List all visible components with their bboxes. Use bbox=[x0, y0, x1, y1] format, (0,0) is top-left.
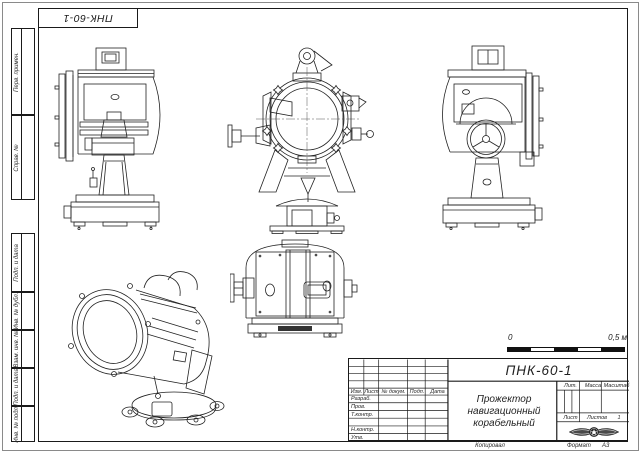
margin-field-label: Перв. примен. bbox=[13, 51, 20, 92]
divider bbox=[21, 369, 22, 405]
listov-value: 1 bbox=[617, 414, 621, 421]
divider bbox=[21, 407, 22, 441]
margin-field-label: Инв. № дубл. bbox=[13, 292, 20, 330]
margin-field-podp-data-1: Подп. и дата bbox=[11, 233, 35, 292]
col-header-list: Лист bbox=[364, 388, 379, 395]
margin-field-label: Инв. № подл. bbox=[13, 405, 20, 443]
title-block-grid bbox=[349, 359, 629, 442]
format-label: Формат bbox=[567, 442, 591, 449]
top-designation-text: ПНК-60-1 bbox=[63, 12, 113, 24]
divider bbox=[21, 293, 22, 329]
drawing-frame bbox=[38, 8, 628, 442]
row-label-tkontr: Т.контр. bbox=[351, 411, 374, 418]
divider bbox=[21, 29, 22, 114]
list-label: Лист bbox=[563, 414, 578, 421]
document-title-line2: корабельный bbox=[473, 417, 535, 429]
margin-field-perv-primen: Перв. примен. bbox=[11, 28, 35, 115]
margin-field-label: Справ. № bbox=[13, 143, 20, 172]
lit-header: Лит. bbox=[564, 382, 577, 389]
document-title-line1: Прожектор навигационный bbox=[467, 393, 541, 417]
scale-zero-label: 0 bbox=[508, 333, 513, 342]
isometric-view-drawing bbox=[68, 271, 225, 428]
col-header-izm: Изм. bbox=[350, 388, 363, 395]
scale-segment bbox=[600, 348, 625, 351]
document-designation: ПНК-60-1 bbox=[505, 362, 573, 378]
divider bbox=[21, 234, 22, 291]
winged-anchor-emblem-icon bbox=[568, 427, 620, 437]
format-value: А3 bbox=[602, 442, 610, 449]
title-block: Изм. Лист № докум. Подп. Дата Разраб. Пр… bbox=[348, 358, 630, 442]
right-side-view-drawing bbox=[442, 45, 544, 230]
divider bbox=[21, 116, 22, 199]
col-header-doc: № докум. bbox=[381, 388, 406, 395]
margin-field-label: Подп. и дата bbox=[13, 243, 20, 282]
col-header-podp: Подп. bbox=[409, 388, 425, 395]
scale-max-label: 0,5 м bbox=[608, 333, 627, 342]
row-label-prov: Пров. bbox=[351, 403, 366, 410]
margin-field-label: Взам. инв. № bbox=[13, 330, 20, 368]
listov-label: Листов bbox=[586, 414, 608, 421]
scale-segment bbox=[577, 348, 601, 351]
margin-field-inv-dubl: Инв. № дубл. bbox=[11, 292, 35, 330]
scale-segment bbox=[531, 348, 555, 351]
margin-field-inv-podl: Инв. № подл. bbox=[11, 405, 35, 443]
scale-segment bbox=[554, 348, 578, 351]
top-view-drawing bbox=[230, 239, 358, 338]
front-view-drawing bbox=[227, 47, 374, 234]
col-header-data: Дата bbox=[430, 388, 445, 395]
divider bbox=[21, 331, 22, 367]
scale-bar: 0 0,5 м bbox=[505, 333, 627, 353]
row-label-utv: Утв. bbox=[351, 435, 364, 441]
kopiroval-label: Копировал bbox=[475, 442, 505, 449]
massa-header: Масса bbox=[584, 382, 602, 389]
margin-field-label: Подп. и дата bbox=[13, 368, 20, 406]
margin-field-podp-data-2: Подп. и дата bbox=[11, 368, 35, 406]
emblem-cell bbox=[559, 422, 629, 442]
top-designation-stamp: ПНК-60-1 bbox=[38, 8, 138, 28]
document-title: Прожектор навигационный корабельный bbox=[449, 381, 559, 442]
left-side-view-drawing bbox=[54, 47, 161, 230]
scale-bar-segments bbox=[507, 347, 625, 352]
row-label-nkontr: Н.контр. bbox=[351, 427, 375, 434]
row-label-razrab: Разраб. bbox=[351, 396, 371, 402]
masshtab-header: Масштаб bbox=[603, 382, 630, 389]
scale-segment bbox=[508, 348, 532, 351]
margin-field-vzam-inv: Взам. инв. № bbox=[11, 330, 35, 368]
margin-field-sprav-no: Справ. № bbox=[11, 115, 35, 200]
